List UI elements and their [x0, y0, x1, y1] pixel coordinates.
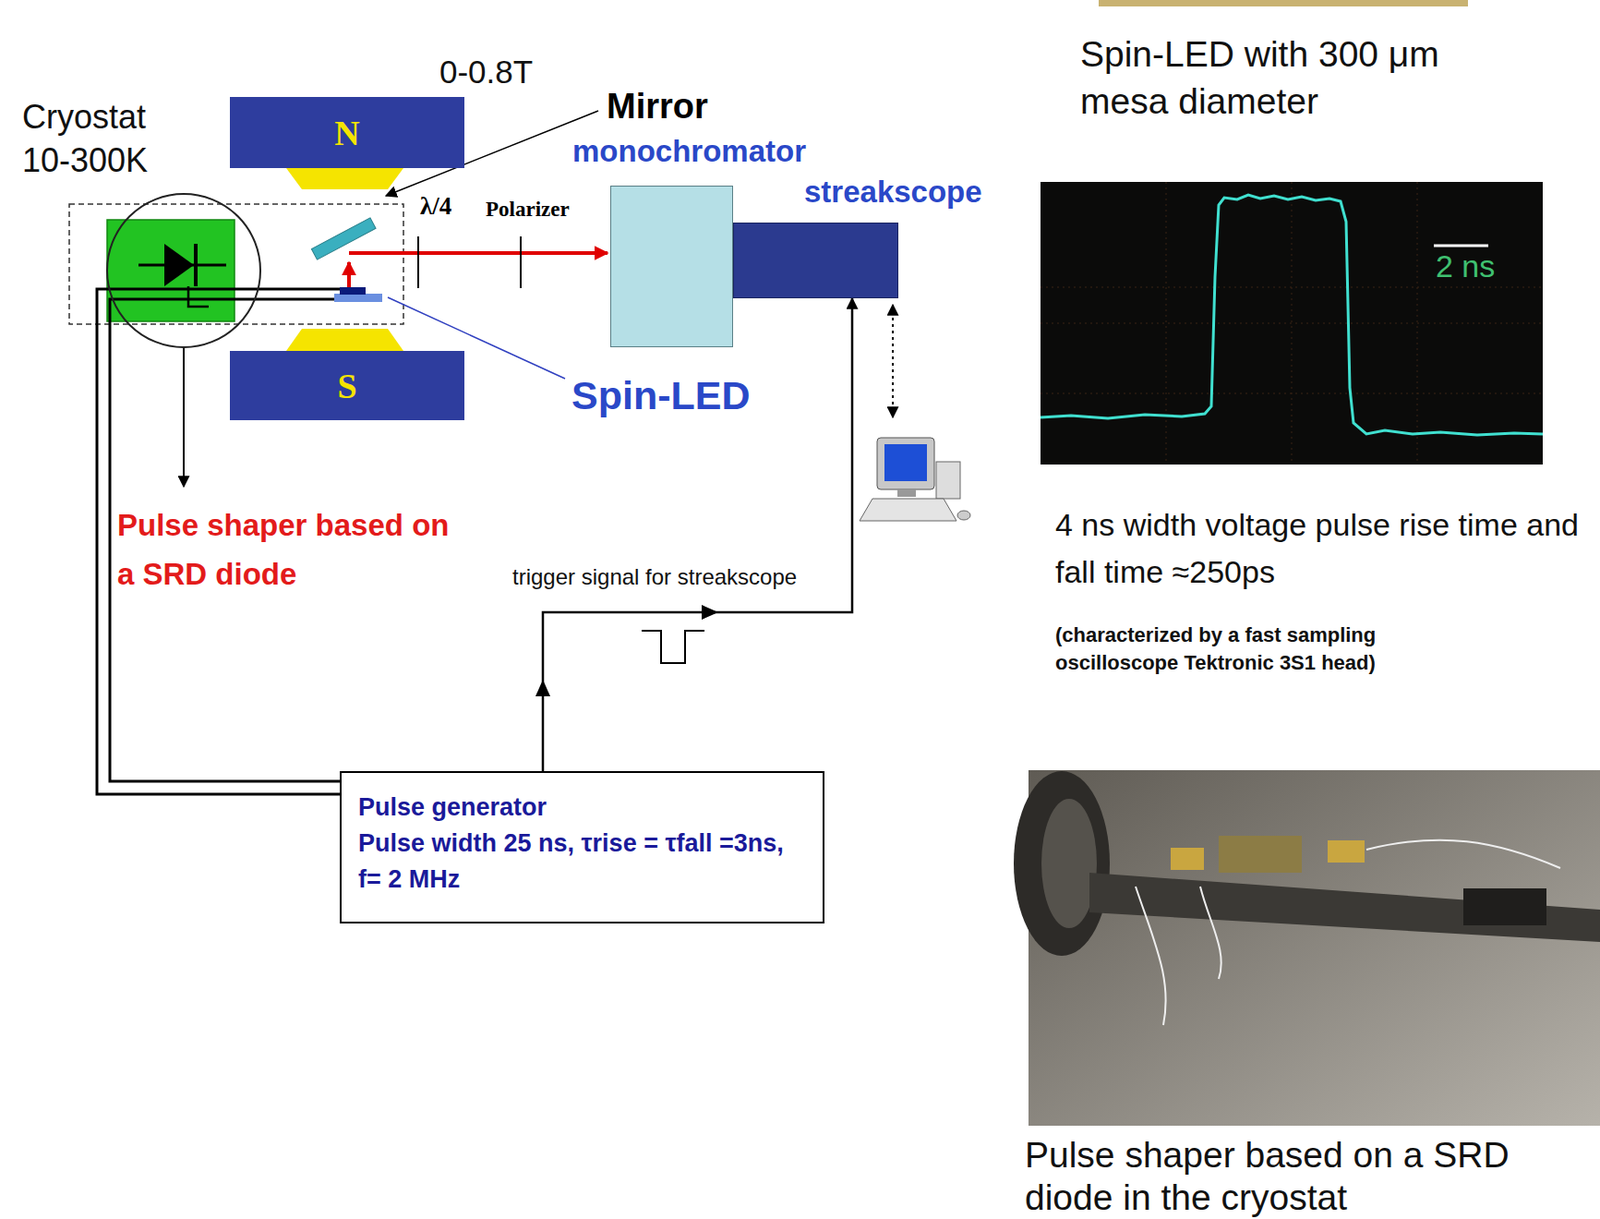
spin-led-substrate [334, 293, 383, 302]
data-link [891, 304, 894, 418]
monochromator-box: monochromator [610, 185, 734, 348]
cryostat-outline [69, 204, 404, 325]
computer-screen [884, 444, 927, 482]
pole-piece [286, 168, 404, 190]
oscilloscope-screen: 2 ns [1040, 181, 1543, 465]
part-name: Polarizer [485, 197, 570, 222]
part-name: Spin-LED [571, 372, 750, 419]
instrument-name: monochromator [572, 133, 807, 169]
computer-monitor [877, 437, 935, 490]
computer-keyboard [859, 498, 957, 521]
box-heading: Pulse generator [358, 789, 810, 826]
photo-rod [1089, 872, 1600, 942]
polarizer-plate [519, 236, 522, 289]
scale-bar [1433, 244, 1489, 248]
photo-strip [1098, 0, 1468, 7]
photo [1028, 769, 1600, 1126]
scale-label: 2 ns [1435, 248, 1495, 285]
screen-grid [1040, 181, 1543, 465]
spin-led-mesa [339, 287, 366, 295]
oscilloscope-screen-bg [1040, 181, 1543, 465]
computer-mouse [957, 510, 971, 520]
streakscope-box: streakscope [733, 222, 899, 299]
pulse-trace [1040, 194, 1543, 435]
pole-letter: N [334, 115, 360, 151]
field-range: 0-0.8T [439, 53, 533, 91]
pulse-shaper-circle [107, 193, 261, 348]
photo-part [1170, 847, 1204, 870]
figure-caption: Pulse shaper based on a SRD diode in the… [1024, 1133, 1593, 1219]
pole-piece [286, 328, 404, 351]
diode-symbol [164, 243, 194, 287]
trigger-connector [542, 298, 853, 771]
part-name: λ/4 [420, 192, 452, 221]
photo-flange [1013, 770, 1110, 956]
cryostat-label: Cryostat 10-300K [22, 96, 189, 183]
computer-stand [897, 489, 916, 497]
box-body: Pulse width 25 ns, τrise = τfall =3ns, f… [358, 825, 810, 898]
pointer-arrow [182, 348, 185, 487]
pulse-symbol [641, 630, 705, 663]
figure-note: (characterized by a fast sampling oscill… [1055, 621, 1499, 676]
photo-wire [1135, 840, 1561, 1025]
instrument-name: streakscope [804, 174, 983, 210]
part-note: Pulse shaper based on a SRD diode [117, 501, 473, 600]
pulse-shaper-board [107, 219, 235, 322]
photo-part [1327, 840, 1365, 863]
figure-caption: Spin-LED with 300 μm mesa diameter [1080, 31, 1533, 125]
light-beam [347, 262, 351, 288]
figure-caption: 4 ns width voltage pulse rise time and f… [1055, 501, 1587, 596]
diode-bar [193, 243, 198, 287]
part-name: Mirror [606, 86, 709, 128]
computer-tower [936, 461, 961, 499]
photo-flange [1041, 798, 1097, 928]
photo-part [1218, 835, 1302, 873]
magnet-north: N [229, 96, 465, 169]
waveplate [417, 236, 420, 289]
light-beam [348, 251, 608, 255]
pole-letter: S [336, 368, 357, 404]
photo-part [1463, 888, 1547, 926]
magnet-south: S [229, 350, 465, 421]
signal-label: trigger signal for streakscope [510, 564, 799, 590]
pulse-generator-box: Pulse generatorPulse width 25 ns, τrise … [339, 770, 825, 924]
